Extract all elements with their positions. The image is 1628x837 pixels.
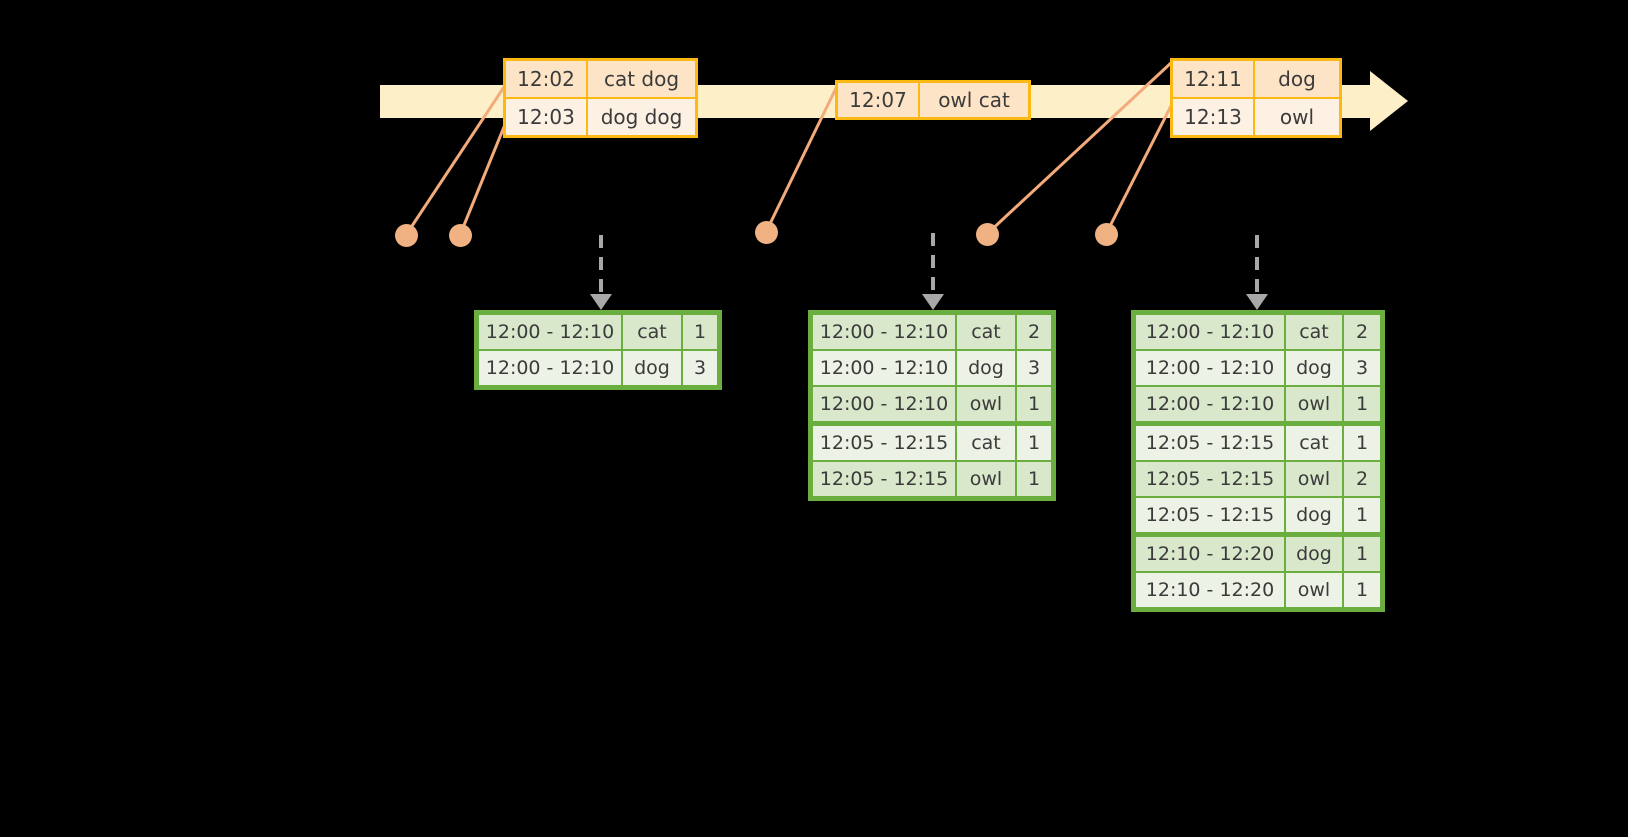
cell-count: 1 — [1344, 498, 1380, 532]
cell-word: owl — [1286, 573, 1342, 607]
event-row: 12:03 dog dog — [506, 97, 695, 135]
arrow-head-icon — [922, 294, 944, 310]
marker-leader-line — [458, 121, 508, 236]
cell-count: 2 — [1344, 462, 1380, 496]
event-words: owl cat — [938, 88, 1010, 112]
cell-window: 12:00 - 12:10 — [1136, 315, 1284, 349]
cell-window: 12:00 - 12:10 — [479, 351, 621, 385]
cell-count: 1 — [683, 315, 717, 349]
cell-count: 3 — [1017, 351, 1051, 385]
event-row: 12:13 owl — [1173, 97, 1339, 135]
cell-word: dog — [957, 351, 1015, 385]
cell-word: cat — [1286, 315, 1342, 349]
cell-count: 1 — [1344, 387, 1380, 421]
timeline-marker-dot[interactable] — [755, 221, 778, 244]
cell-count: 1 — [1017, 387, 1051, 421]
timeline-marker-dot[interactable] — [976, 223, 999, 246]
event-time: 12:03 — [506, 99, 588, 135]
cell-window: 12:05 - 12:15 — [1136, 462, 1284, 496]
event-box[interactable]: 12:02 cat dog 12:03 dog dog — [503, 58, 698, 138]
cell-window: 12:05 - 12:15 — [813, 462, 955, 496]
event-words: dog dog — [600, 105, 683, 129]
cell-window: 12:10 - 12:20 — [1136, 537, 1284, 571]
event-row: 12:07 owl cat — [838, 83, 1028, 117]
arrow-shaft — [1255, 235, 1259, 296]
arrow-shaft — [931, 233, 935, 296]
cell-count: 1 — [1017, 462, 1051, 496]
cell-window: 12:00 - 12:10 — [479, 315, 621, 349]
arrow-shaft — [599, 235, 603, 296]
event-row: 12:02 cat dog — [506, 61, 695, 97]
cell-window: 12:05 - 12:15 — [1136, 498, 1284, 532]
cell-count: 1 — [1344, 426, 1380, 460]
cell-word: owl — [957, 387, 1015, 421]
cell-count: 3 — [683, 351, 717, 385]
marker-leader-line — [1104, 99, 1176, 235]
cell-count: 2 — [1344, 315, 1380, 349]
cell-window: 12:00 - 12:10 — [813, 315, 955, 349]
timeline-marker-dot[interactable] — [449, 224, 472, 247]
event-row: 12:11 dog — [1173, 61, 1339, 97]
event-time: 12:07 — [838, 83, 920, 117]
cell-word: dog — [623, 351, 681, 385]
cell-window: 12:00 - 12:10 — [813, 387, 955, 421]
cell-word: dog — [1286, 498, 1342, 532]
event-box[interactable]: 12:07 owl cat — [835, 80, 1031, 120]
cell-count: 3 — [1344, 351, 1380, 385]
event-time: 12:02 — [506, 61, 588, 97]
arrow-head-icon — [1246, 294, 1268, 310]
event-words: dog — [1278, 67, 1316, 91]
event-time: 12:11 — [1173, 61, 1255, 97]
cell-word: dog — [1286, 537, 1342, 571]
cell-word: owl — [1286, 387, 1342, 421]
dashed-down-arrow — [1246, 235, 1268, 310]
event-time: 12:13 — [1173, 99, 1255, 135]
event-box[interactable]: 12:11 dog 12:13 owl — [1170, 58, 1342, 138]
cell-window: 12:05 - 12:15 — [1136, 426, 1284, 460]
cell-word: cat — [957, 426, 1015, 460]
cell-window: 12:00 - 12:10 — [813, 351, 955, 385]
cell-window: 12:00 - 12:10 — [1136, 351, 1284, 385]
cell-word: owl — [957, 462, 1015, 496]
cell-count: 1 — [1017, 426, 1051, 460]
arrow-head-icon — [590, 294, 612, 310]
cell-count: 1 — [1344, 537, 1380, 571]
timeline-marker-dot[interactable] — [395, 224, 418, 247]
event-words: cat dog — [603, 67, 680, 91]
dashed-down-arrow — [922, 233, 944, 310]
cell-word: cat — [1286, 426, 1342, 460]
cell-count: 2 — [1017, 315, 1051, 349]
cell-word: cat — [623, 315, 681, 349]
timeline-arrowhead — [1370, 71, 1408, 131]
cell-word: owl — [1286, 462, 1342, 496]
dashed-down-arrow — [590, 235, 612, 310]
cell-window: 12:10 - 12:20 — [1136, 573, 1284, 607]
cell-window: 12:00 - 12:10 — [1136, 387, 1284, 421]
cell-count: 1 — [1344, 573, 1380, 607]
timeline-marker-dot[interactable] — [1095, 223, 1118, 246]
cell-window: 12:05 - 12:15 — [813, 426, 955, 460]
event-words: owl — [1279, 105, 1315, 129]
cell-word: cat — [957, 315, 1015, 349]
cell-word: dog — [1286, 351, 1342, 385]
